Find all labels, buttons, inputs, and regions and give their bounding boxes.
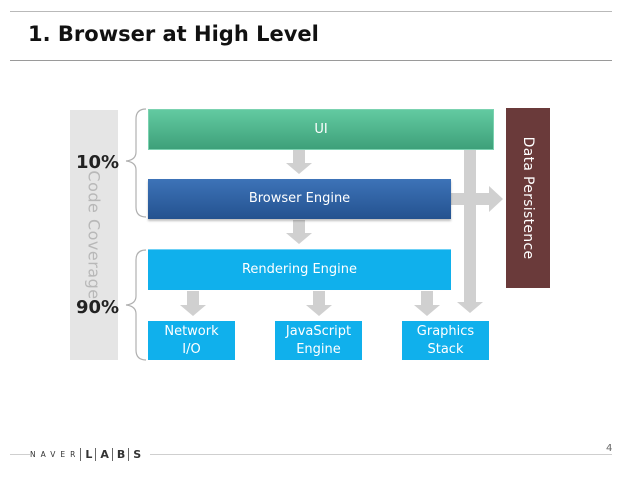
data-persistence-box (506, 108, 550, 288)
graphics-stack-box: Graphics Stack (402, 321, 489, 360)
browser-engine-label: Browser Engine (248, 191, 351, 206)
network-io-box: Network I/O (148, 321, 235, 360)
browser-engine-box: Browser Engine (148, 179, 451, 219)
arrow-ui-to-browser-engine (286, 150, 312, 174)
javascript-engine-box: JavaScript Engine (275, 321, 362, 360)
arrow-rendering-to-javascript (306, 291, 332, 316)
data-persistence-label: Data Persistence (520, 136, 536, 260)
arrow-browser-to-data-persistence (451, 186, 503, 212)
ui-box: UI (148, 109, 494, 150)
ui-label: UI (314, 121, 328, 137)
coverage-10-percent: 10% (76, 152, 120, 173)
bracket-90-percent (125, 249, 147, 361)
top-rule (10, 11, 612, 12)
rendering-engine-box: Rendering Engine (148, 249, 451, 290)
footer-rule (10, 454, 612, 455)
arrow-browser-to-rendering (286, 220, 312, 244)
title-underline (10, 60, 612, 61)
graphics-stack-label: Graphics Stack (416, 323, 475, 357)
slide-title: 1. Browser at High Level (28, 22, 319, 46)
page-number: 4 (602, 443, 613, 454)
rendering-engine-label: Rendering Engine (241, 262, 358, 277)
javascript-engine-label: JavaScript Engine (285, 323, 352, 357)
coverage-90-percent: 90% (76, 297, 120, 318)
coverage-brackets (125, 108, 147, 361)
bracket-10-percent (125, 108, 147, 218)
arrow-rendering-to-graphics (414, 291, 440, 316)
arrow-rendering-to-network (180, 291, 206, 316)
code-coverage-bar (70, 110, 118, 360)
arrow-ui-to-graphics (457, 150, 483, 313)
network-io-label: Network I/O (164, 323, 219, 357)
